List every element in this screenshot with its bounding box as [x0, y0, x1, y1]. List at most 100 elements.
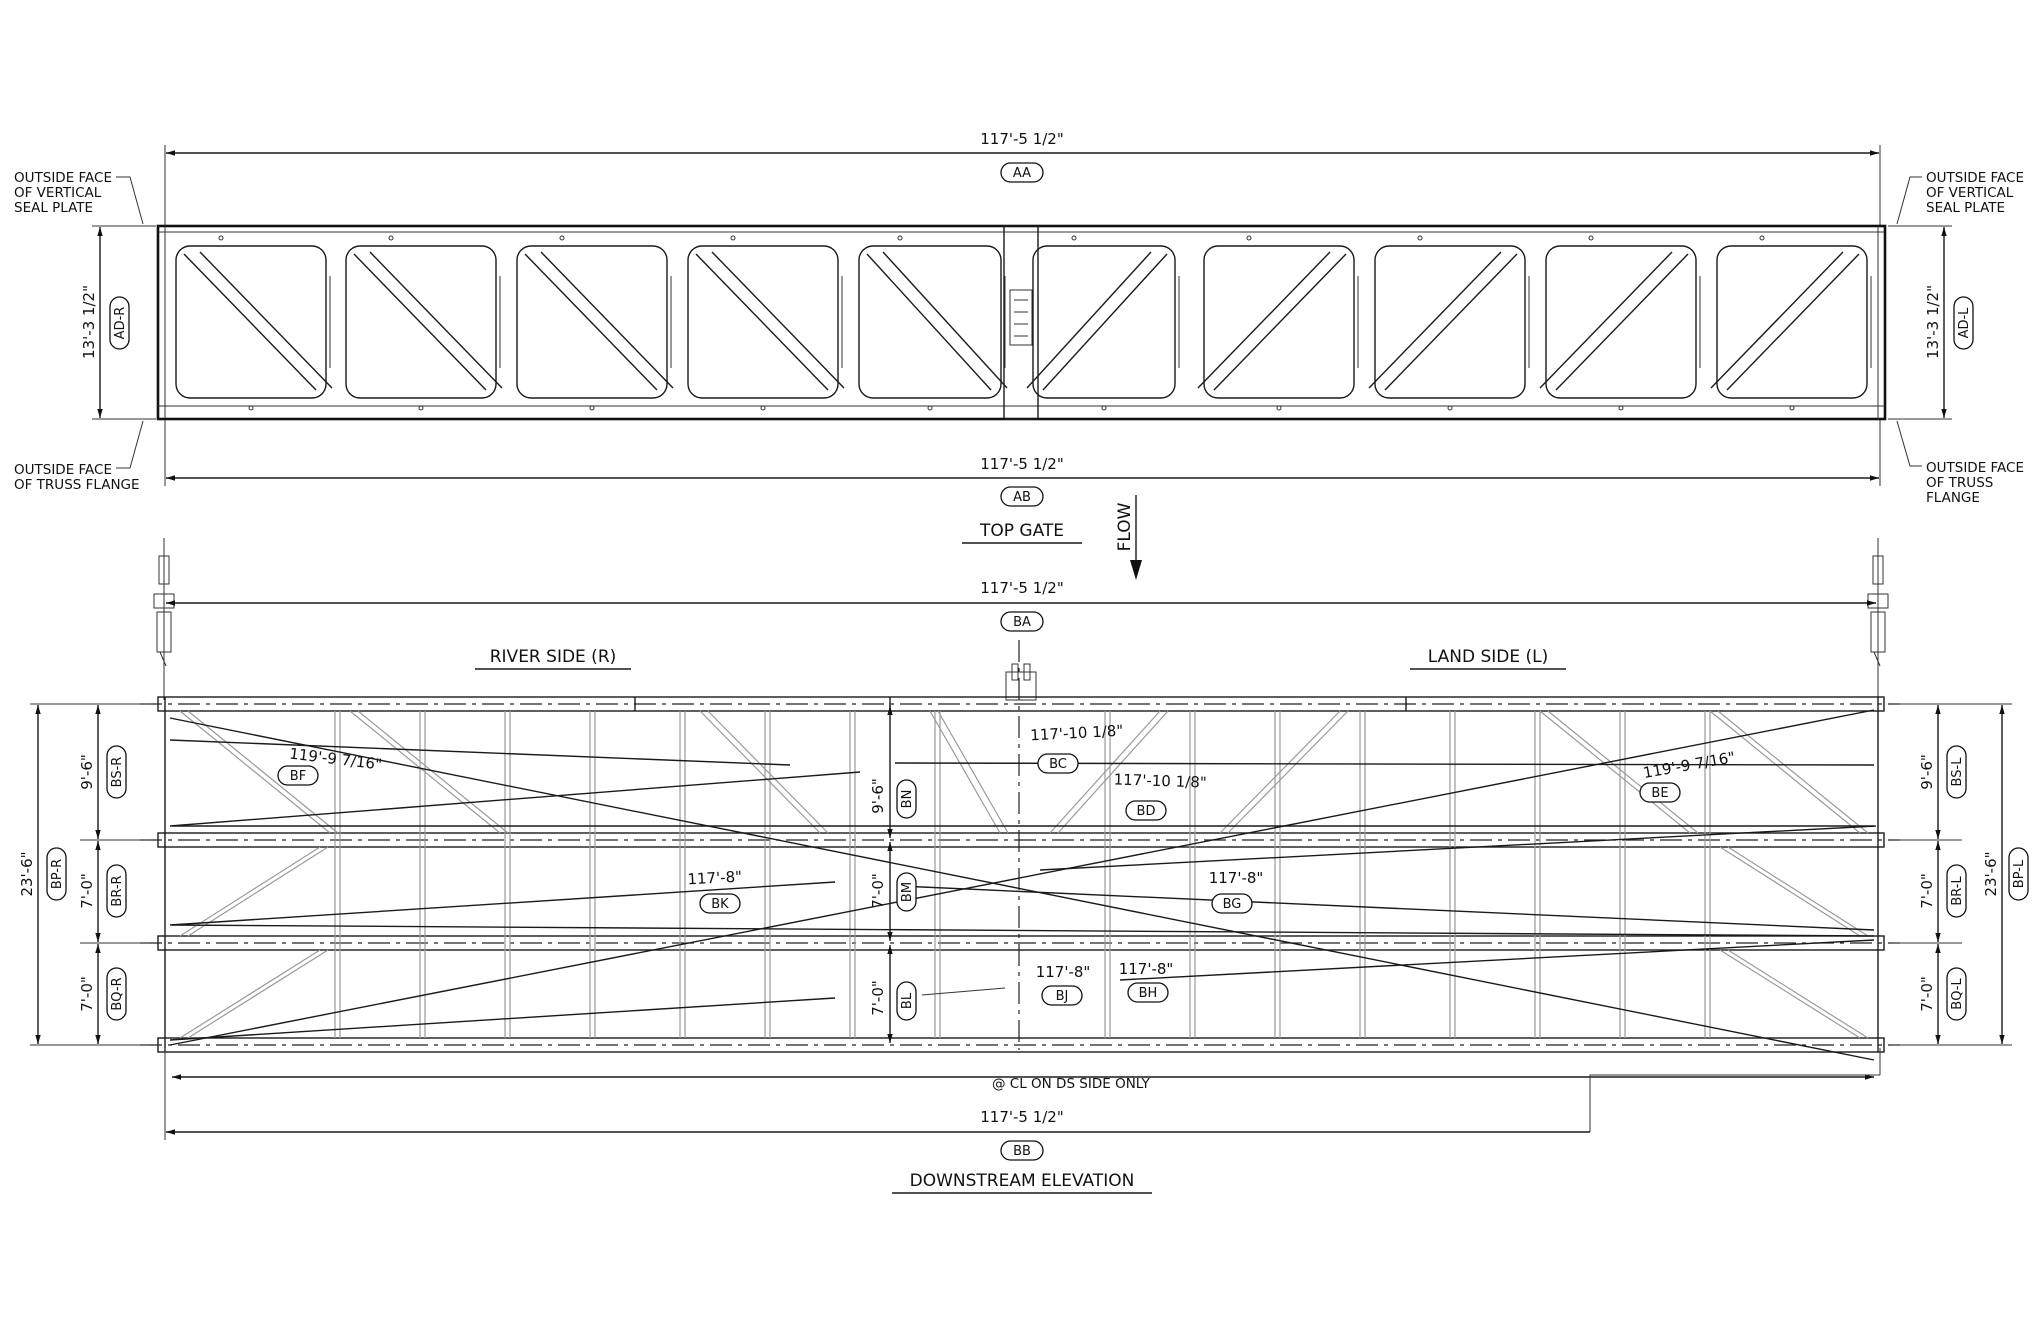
panel-opening: [1203, 245, 1355, 399]
truss-panel: [1368, 235, 1530, 411]
bolt-hole: [1101, 405, 1107, 411]
tag-br-l: BR-L: [1950, 876, 1965, 906]
tag-bubble-br-l: [1946, 864, 1967, 918]
truss-panel: [858, 235, 1008, 411]
top-gate-frame: [156, 224, 1887, 421]
truss-panel: [1026, 235, 1180, 411]
left-dim-1-value: 9'-6": [78, 754, 96, 790]
svg-text:FLANGE: FLANGE: [1926, 490, 1980, 506]
truss-brace: [179, 846, 321, 937]
bolt-hole: [248, 405, 254, 411]
diagonal-member: [183, 253, 317, 391]
height-right-value: 13'-3 1/2": [1924, 285, 1942, 359]
truss-brace: [937, 710, 1009, 834]
diagonal-member: [199, 251, 333, 389]
note-top-left: OUTSIDE FACE OF VERTICAL SEAL PLATE: [14, 170, 144, 225]
svg-text:SEAL PLATE: SEAL PLATE: [1926, 200, 2005, 216]
truss-brace: [699, 710, 821, 834]
diagonal-member: [1042, 253, 1168, 391]
truss-panel: [345, 235, 503, 411]
bolt-hole: [1447, 405, 1453, 411]
truss-brace: [357, 710, 509, 834]
bolt-hole: [1789, 405, 1795, 411]
dim-bb-value: 117'-5 1/2": [980, 1108, 1064, 1126]
diagonal-member: [1213, 253, 1347, 391]
truss-panel: [175, 235, 333, 411]
bolt-hole: [897, 235, 903, 241]
truss-brace: [187, 949, 329, 1039]
tag-bs-l: BS-L: [1950, 757, 1965, 787]
diagonal-member: [369, 251, 503, 389]
diagonal-tag: BH: [1139, 986, 1158, 1001]
center-dim-3-value: 7'-0": [869, 980, 887, 1016]
diagonal-member: [866, 253, 992, 391]
tag-bubble-bb: [1000, 1140, 1044, 1161]
truss-brace: [1057, 710, 1169, 834]
svg-text:OUTSIDE FACE: OUTSIDE FACE: [1926, 460, 2024, 476]
truss-brace: [929, 710, 1001, 834]
truss-brace: [1727, 846, 1869, 937]
diagonal-tag: BC: [1049, 757, 1067, 772]
tag-bp-l: BP-L: [2012, 859, 2027, 888]
svg-text:OUTSIDE FACE: OUTSIDE FACE: [1926, 170, 2024, 186]
tag-bubble: [1041, 985, 1083, 1006]
downstream-elevation-view: 117'-5 1/2" BA RIVER SIDE (R) LAND SIDE …: [18, 538, 2029, 1194]
truss-panel: [1710, 235, 1872, 411]
truss-brace: [187, 846, 329, 937]
svg-text:OF VERTICAL: OF VERTICAL: [1926, 185, 2014, 201]
tag-ad-r: AD-R: [113, 307, 128, 340]
tag-bubble-aa: [1000, 162, 1044, 183]
tag-bubble-ad-l: [1953, 296, 1974, 350]
measurement-line: [169, 739, 791, 766]
overall-left-value: 23'-6": [18, 851, 36, 896]
bolt-hole: [218, 235, 224, 241]
tag-bubble: [1639, 782, 1681, 803]
tag-bubble: [1127, 982, 1169, 1003]
tag-aa: AA: [1013, 166, 1031, 181]
height-left-value: 13'-3 1/2": [80, 285, 98, 359]
bolt-hole: [730, 235, 736, 241]
tag-bp-r: BP-R: [50, 859, 65, 889]
bolt-hole: [1276, 405, 1282, 411]
truss-brace: [349, 710, 501, 834]
diagonal-value: 117'-8": [687, 868, 742, 889]
diagonal-value: 117'-8": [1036, 963, 1091, 981]
panel-opening: [1374, 245, 1526, 399]
truss-brace: [1709, 710, 1861, 834]
truss-brace: [179, 949, 321, 1039]
diagonal-member: [882, 251, 1008, 389]
svg-text:SEAL PLATE: SEAL PLATE: [14, 200, 93, 216]
truss-brace: [1719, 949, 1861, 1039]
panel-opening: [858, 245, 1002, 399]
tag-bq-r: BQ-R: [110, 977, 125, 1010]
tag-bubble-ba: [1000, 611, 1044, 632]
diagonal-member: [711, 251, 845, 389]
bolt-hole: [1759, 235, 1765, 241]
tag-ba: BA: [1013, 615, 1031, 630]
truss-panel: [1539, 235, 1701, 411]
overall-right-value: 23'-6": [1982, 851, 2000, 896]
truss-brace: [1049, 710, 1161, 834]
bolt-hole: [760, 405, 766, 411]
tag-bubble-bm: [896, 872, 917, 912]
bolt-hole: [418, 405, 424, 411]
tag-bubble-ad-r: [109, 296, 130, 350]
diagonal-member: [1368, 251, 1502, 389]
tag-bl: BL: [900, 992, 915, 1009]
tag-bn: BN: [900, 790, 915, 809]
top-gate-title: TOP GATE: [979, 521, 1064, 541]
svg-text:OF TRUSS FLANGE: OF TRUSS FLANGE: [14, 477, 140, 493]
flow-arrow: FLOW: [1115, 495, 1142, 580]
diagonal-value: 117'-8": [1209, 869, 1264, 887]
diagonal-value: 117'-10 1/8": [1030, 722, 1124, 745]
diagonal-member: [1710, 251, 1844, 389]
diagonal-tag: BG: [1223, 897, 1242, 912]
tag-bubble-bl: [896, 981, 917, 1021]
truss-brace: [1717, 710, 1869, 834]
right-dim-2-value: 7'-0": [1918, 873, 1936, 909]
tag-bubble-bp-l: [2008, 847, 2029, 901]
measurement-line: [1119, 939, 1875, 981]
tag-bs-r: BS-R: [110, 757, 125, 788]
panel-opening: [345, 245, 497, 399]
note-bottom-left: OUTSIDE FACE OF TRUSS FLANGE: [14, 420, 144, 493]
